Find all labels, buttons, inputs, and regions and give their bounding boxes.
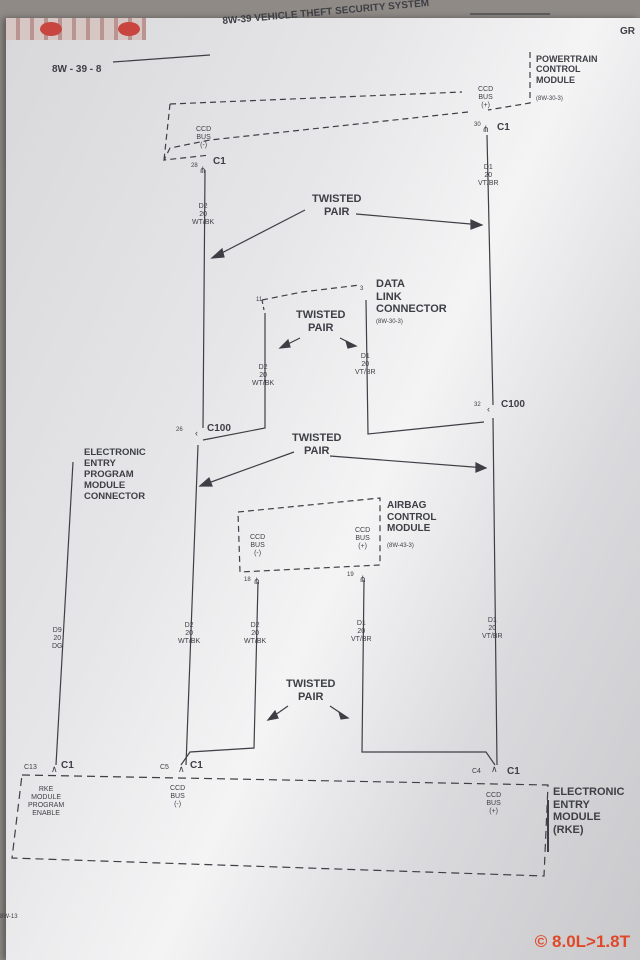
svg-text:⋔: ⋔ [199,165,207,175]
pcm-pin-plus: 30 [474,122,481,128]
acm-ref: (8W-43-3) [387,543,414,549]
pcm-pin-minus: 28 [191,163,198,169]
twisted-pair-label-3: TWISTED PAIR [292,432,342,457]
acm-bus-minus: CCD BUS (-) [250,534,266,558]
svg-text:⋔: ⋔ [482,124,490,134]
eem-bus-plus: CCD BUS (+) [486,792,502,816]
eem-conn-left: C1 [61,760,74,771]
svg-text:∧: ∧ [491,764,498,774]
dlc-pin-right: 3 [360,286,364,292]
fabric-dot [40,22,62,36]
pcm-bus-minus: CCD BUS (-) [196,126,212,150]
pcm-conn-plus: C1 [497,122,510,133]
twisted-pair-label-2: TWISTED PAIR [296,309,346,334]
svg-text:⋔: ⋔ [359,574,367,584]
pcm-bus-plus: CCD BUS (+) [478,86,494,110]
dlc-ref: (8W-30-3) [376,319,403,325]
eem-conn-right: C1 [507,766,520,777]
wire-d2-dlc: D2 20 WT/BK [252,364,275,388]
wire-d9: D9 20 DG [52,627,63,651]
svg-text:∧: ∧ [51,764,58,774]
wire-d2-lower: D2 20 WT/BK [178,622,201,646]
acm-bus-plus: CCD BUS (+) [355,527,371,551]
c100-label-right: C100 [501,399,525,410]
svg-text:⋔: ⋔ [253,576,261,586]
eem-rke-enable-label: RKE MODULE PROGRAM ENABLE [28,786,65,818]
eem-conn-mid: C1 [190,760,203,771]
manual-page [6,18,640,960]
fabric-edge [6,18,146,40]
wire-d2-acm: D2 20 WT/BK [244,622,267,646]
eem-pin-c4: C4 [472,768,481,775]
svg-text:‹: ‹ [487,404,490,414]
page-number: 8W - 39 - 8 [52,64,102,75]
pcm-ref: (8W-30-3) [536,96,563,102]
c100-label-left: C100 [207,423,231,434]
acm-pin-plus: 19 [347,572,354,578]
c100-pin-right: 32 [474,402,481,408]
wire-d2-upper: D2 20 WT/BK [192,203,215,227]
wire-d1-lower: D1 20 VT/BR [482,617,503,641]
eem-title: ELECTRONIC ENTRY MODULE (RKE) [553,786,625,836]
acm-title: AIRBAG CONTROL MODULE [387,500,437,534]
acm-pin-minus: 18 [244,577,251,583]
wire-d1-upper: D1 20 VT/BR [478,164,499,188]
dlc-title: DATA LINK CONNECTOR [376,278,447,316]
eem-bus-minus: CCD BUS (-) [170,785,186,809]
fabric-dot [118,22,140,36]
page-corner-code: GR [620,26,635,37]
dlc-pin-left: 11 [256,297,263,303]
pcm-title: POWERTRAIN CONTROL MODULE [536,54,598,85]
wire-d1-acm: D1 20 VT/BR [351,620,372,644]
eepm-connector-title: ELECTRONIC ENTRY PROGRAM MODULE CONNECTO… [84,447,146,502]
watermark: © 8.0L>1.8T [534,932,630,951]
twisted-pair-label-4: TWISTED PAIR [286,678,336,703]
twisted-pair-label-1: TWISTED PAIR [312,193,362,218]
wire-d1-dlc: D1 20 VT/BR [355,353,376,377]
eem-pin-c13: C13 [24,764,37,771]
svg-text:∧: ∧ [178,764,185,774]
eem-pin-c5: C5 [160,764,169,771]
pcm-conn-minus: C1 [213,156,226,167]
c100-pin-left: 26 [176,427,183,433]
svg-text:‹: ‹ [195,428,198,438]
page-footer-code: 8W-13 [0,914,18,920]
